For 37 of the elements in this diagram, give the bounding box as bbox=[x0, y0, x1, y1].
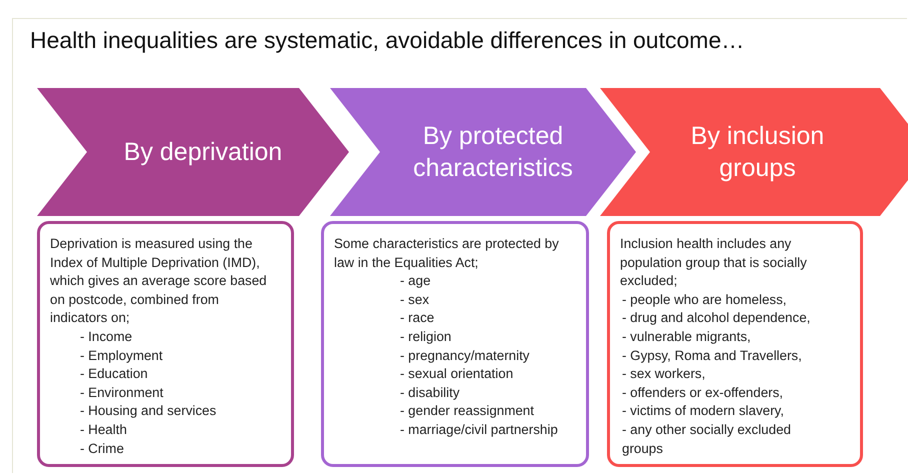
list-item: - Health bbox=[80, 420, 128, 439]
text-card bbox=[37, 221, 294, 467]
description-text: Some characteristics are protected by law in the Equalities Act; bbox=[334, 235, 560, 272]
list-item: - people who are homeless, bbox=[622, 290, 788, 309]
list-item: - marriage/civil partnership bbox=[400, 420, 559, 439]
list-item: - Gypsy, Roma and Travellers, bbox=[622, 346, 803, 365]
list-item: - victims of modern slavery, bbox=[622, 402, 785, 420]
list-item: - Environment bbox=[80, 384, 164, 402]
text-card bbox=[321, 221, 589, 467]
list-item: - gender reassignment bbox=[400, 402, 535, 420]
list-item: - sexual orientation bbox=[400, 365, 514, 384]
list-item: - Housing and services bbox=[80, 402, 218, 420]
list-item: - any other socially excluded groups bbox=[622, 420, 792, 458]
chevron-label: By protected characteristics bbox=[412, 120, 574, 184]
list-item: - offenders or ex-offenders, bbox=[622, 384, 784, 402]
list-item: - race bbox=[400, 309, 436, 328]
title: Health inequalities are systematic, avoidable differences in outcome… bbox=[30, 27, 744, 54]
list-item: - vulnerable migrants, bbox=[622, 328, 752, 346]
list-item: - religion bbox=[400, 328, 452, 346]
list-item: - Crime bbox=[80, 440, 125, 458]
list-item: - drug and alcohol dependence, bbox=[622, 309, 812, 328]
chevron-label: By inclusion groups bbox=[690, 120, 826, 184]
chevron-banner bbox=[37, 88, 349, 216]
text-card bbox=[607, 221, 863, 467]
list-item: - disability bbox=[400, 384, 461, 402]
chevron-label: By deprivation bbox=[124, 136, 282, 168]
list-item: - age bbox=[400, 272, 432, 290]
list-item: - Education bbox=[80, 365, 149, 384]
description-text: Inclusion health includes any population group that is socially excluded; bbox=[620, 235, 808, 290]
list-item: - Employment bbox=[80, 346, 164, 365]
description-text: Deprivation is measured using the Index of Multiple Deprivation (IMD), which gives an average score based on postcode, combined from indicators on; bbox=[50, 235, 268, 328]
list-item: - sex bbox=[400, 290, 430, 309]
list-item: - pregnancy/maternity bbox=[400, 346, 530, 365]
list-item: - Income bbox=[80, 328, 134, 346]
chevron-banner bbox=[330, 88, 636, 216]
list-item: - sex workers, bbox=[622, 365, 706, 384]
chevron-banner bbox=[600, 88, 908, 216]
